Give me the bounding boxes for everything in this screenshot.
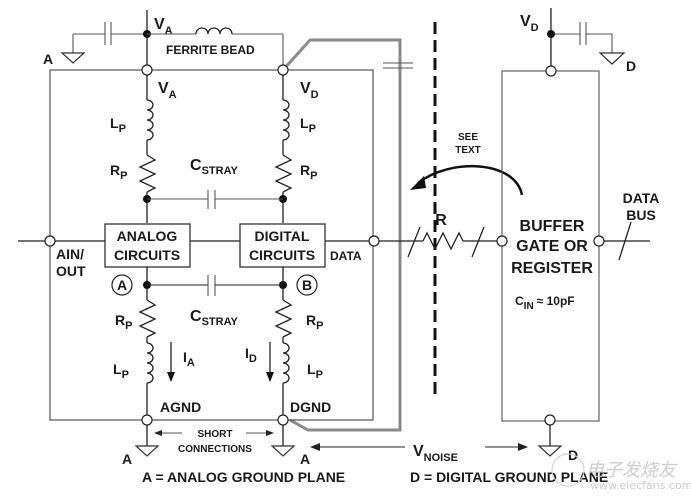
digital-circuits-label-line1: DIGITAL [255,228,310,244]
watermark: 电子发烧友 www.elecfans.com [551,453,691,492]
vnoise-label: VNOISE [413,443,458,464]
watermark-url: www.elecfans.com [590,479,691,492]
id-label: ID [245,345,257,365]
current-id-arrow [266,342,274,382]
digital-supply-trace [281,38,402,432]
ferrite-bead-label: FERRITE BEAD [166,43,255,57]
short-connections-line1: SHORT [198,429,233,440]
va-top-label: VA [154,16,173,37]
node-a-label: A [117,277,127,293]
vd-node-label: VD [300,80,319,101]
see-text-line2: TEXT [455,145,481,156]
coupling-curved-arrow [410,164,524,196]
buffer-output-pin [593,235,605,247]
short-connections-line2: CONNECTIONS [178,444,252,455]
vnoise-arrow [310,443,528,451]
coupling-capacitor [383,62,413,69]
cstray-lower-label: CSTRAY [190,308,238,328]
current-ia-arrow [167,342,175,382]
analog-ground-plane-legend: A = ANALOG GROUND PLANE [142,469,345,485]
rp-analog-top-label: RP [110,162,127,182]
ia-label: IA [183,349,195,369]
digital-ground-symbol-top [598,52,626,65]
lp-analog-bottom-label: LP [113,361,129,381]
watermark-cn: 电子发烧友 [586,460,678,481]
analog-circuits-label-line2: CIRCUITS [114,247,180,263]
ain-out-pin [44,235,56,247]
buffer-vd-pin [545,65,557,77]
digital-ground-plane-legend: D = DIGITAL GROUND PLANE [410,469,608,485]
buffer-label-line3: REGISTER [511,260,593,277]
cstray-lower [147,275,283,296]
node-a-marker [111,274,133,296]
buffer-ground-pin [544,414,556,426]
cstray-upper-label: CSTRAY [190,157,238,177]
short-connections-arrows [154,430,274,436]
vd-pin [277,64,289,76]
lp-digital-top-label: LP [300,115,316,135]
cin-label: CIN≈ 10pF [515,294,575,312]
see-text-line1: SEE [458,132,478,143]
node-b-marker [296,274,318,296]
digital-circuits-block [239,223,326,268]
data-bus-label-line2: BUS [626,207,656,223]
analog-ground-symbol-top [60,52,86,64]
rp-digital-bottom-label: RP [306,312,323,332]
digital-decoupling [547,8,626,70]
ferrite-bead [147,27,284,70]
ground-label-d-top: D [626,58,636,74]
ground-label-a-top: A [43,51,53,67]
rp-digital-top-label: RP [300,162,317,182]
ain-out-label-line2: OUT [56,263,86,279]
dgnd-pin [277,414,289,426]
rp-analog-bottom-label: RP [115,312,132,332]
dgnd-label: DGND [290,399,331,415]
analog-supply-decoupling [60,10,151,70]
analog-ground-symbol-dgnd [270,445,296,457]
ground-label-a-agnd: A [122,451,132,467]
data-pin [368,235,380,247]
analog-circuits-label-line1: ANALOG [117,228,178,244]
ain-out-label-line1: AIN/ [56,246,84,262]
digital-supply-parasitics [274,75,293,223]
va-node-label: VA [158,80,177,101]
buffer-input-pin [496,235,508,247]
agnd-label: AGND [160,399,201,415]
agnd-pin [141,414,153,426]
buffer-label-line2: GATE OR [516,238,588,255]
analog-circuits-block [104,223,191,268]
analog-supply-parasitics [138,75,157,223]
analog-ground-symbol-agnd [134,445,160,457]
lp-digital-bottom-label: LP [307,361,323,381]
ground-label-a-dgnd: A [300,451,310,467]
resistor-r-label: R [435,212,447,229]
analog-ground-parasitics [138,299,157,415]
digital-ground-parasitics [274,299,293,415]
data-bus-line [604,221,650,261]
va-pin [141,64,153,76]
digital-ground-symbol-bottom [537,445,563,457]
digital-circuits-label-line2: CIRCUITS [249,247,315,263]
vd-top-label: VD [520,13,539,34]
lp-analog-top-label: LP [110,115,126,135]
cstray-upper [147,190,283,209]
series-resistor-r [379,226,497,258]
data-label: DATA [330,249,362,263]
buffer-label-line1: BUFFER [520,218,585,235]
node-b-label: B [302,277,312,293]
data-bus-label-line1: DATA [623,190,660,206]
